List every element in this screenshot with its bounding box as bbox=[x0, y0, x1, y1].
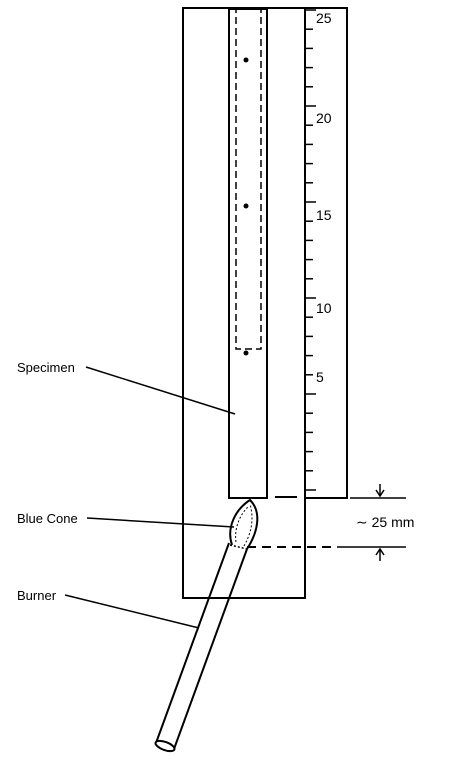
ruler-ticks bbox=[305, 9, 316, 491]
marker-dot-top bbox=[243, 57, 249, 63]
blue-cone-label: Blue Cone bbox=[17, 511, 78, 526]
specimen-inner-dashed bbox=[235, 8, 262, 350]
ruler-label-5: 5 bbox=[316, 369, 324, 385]
dimension-arrow-top bbox=[375, 484, 385, 498]
gap-dimension-label: ∼ 25 mm bbox=[356, 514, 414, 530]
specimen-label: Specimen bbox=[17, 360, 75, 375]
ruler-label-25: 25 bbox=[316, 10, 332, 26]
burner-label: Burner bbox=[17, 588, 57, 603]
marker-dot-bottom bbox=[243, 350, 249, 356]
specimen-leader bbox=[85, 366, 236, 415]
blue-cone-flame bbox=[229, 498, 259, 550]
test-chamber bbox=[182, 7, 306, 599]
ruler bbox=[304, 7, 348, 499]
burner-tube bbox=[154, 542, 248, 753]
burner-leader bbox=[64, 594, 200, 629]
dimension-arrow-bottom bbox=[375, 547, 385, 561]
marker-dot-middle bbox=[243, 203, 249, 209]
ruler-label-10: 10 bbox=[316, 300, 332, 316]
blue-cone-leader bbox=[86, 517, 235, 528]
ruler-label-20: 20 bbox=[316, 110, 332, 126]
ruler-label-15: 15 bbox=[316, 207, 332, 223]
